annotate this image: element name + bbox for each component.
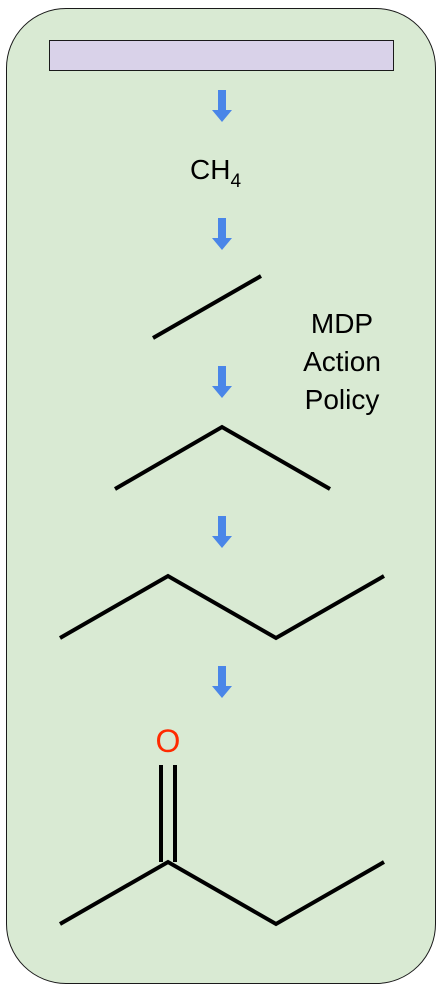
policy-label-line: Policy xyxy=(304,384,380,415)
formula-subscript: 4 xyxy=(230,171,242,192)
methane-formula: CH4 xyxy=(190,154,241,192)
green-panel xyxy=(6,8,436,984)
arrow-down-icon xyxy=(212,90,232,122)
formula-element: CH xyxy=(190,154,231,185)
butanone-chain xyxy=(59,859,385,927)
policy-label: MDP Action Policy xyxy=(282,305,402,419)
ethane-bond xyxy=(152,274,262,340)
top-bar xyxy=(49,40,394,71)
propane-chain xyxy=(113,424,331,491)
policy-label-line: MDP xyxy=(310,308,374,339)
arrow-down-icon xyxy=(212,218,232,250)
arrow-down-icon xyxy=(212,666,232,698)
arrow-down-icon xyxy=(212,366,232,398)
arrow-down-icon xyxy=(212,516,232,548)
policy-label-line: Action xyxy=(303,346,381,377)
butane-chain xyxy=(59,573,385,641)
oxygen-atom: O xyxy=(156,723,181,759)
